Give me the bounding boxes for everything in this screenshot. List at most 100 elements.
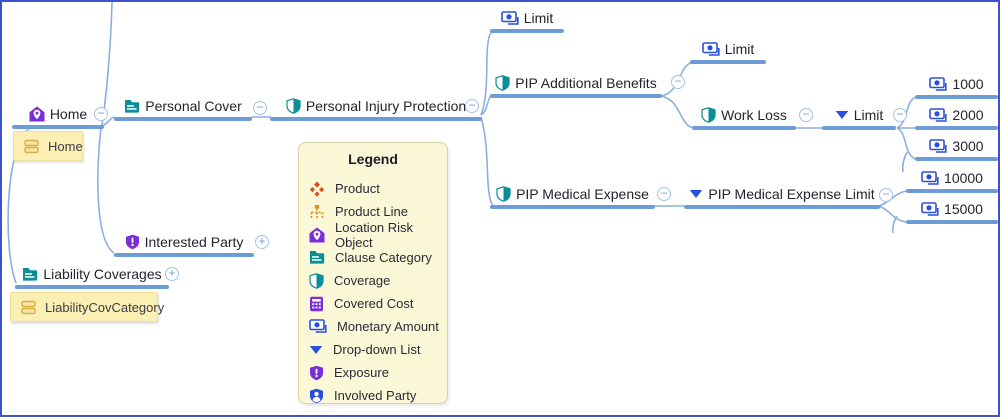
monetary-amount-icon: [309, 319, 327, 333]
branch-line: [114, 117, 252, 121]
legend-item-label: Monetary Amount: [337, 319, 439, 334]
node-value-3000[interactable]: 3000: [915, 136, 998, 161]
collapse-toggle-pip[interactable]: −: [465, 99, 479, 113]
monetary-amount-icon: [929, 107, 948, 122]
node-label: Interested Party: [144, 234, 244, 250]
node-label: Liability Coverages: [43, 266, 162, 282]
legend-item-label: Covered Cost: [334, 296, 414, 311]
clause-category-icon: [125, 99, 140, 113]
node-interested-party[interactable]: Interested Party: [114, 232, 254, 257]
monetary-amount-icon: [921, 170, 939, 185]
involved-party-icon: [310, 388, 323, 403]
branch-line: [15, 285, 169, 289]
legend-title: Legend: [348, 151, 398, 167]
node-label: PIP Medical Expense: [516, 186, 649, 202]
branch-line: [906, 189, 998, 193]
expand-toggle-interested-party[interactable]: +: [255, 235, 269, 249]
branch-line: [114, 253, 254, 257]
node-label: Limit: [523, 10, 554, 26]
category-tag-icon: [24, 139, 39, 153]
branch-line: [684, 205, 880, 209]
node-label: 15000: [944, 201, 983, 217]
covered-cost-icon: [310, 296, 323, 311]
node-label: Limit: [724, 41, 755, 57]
branch-line: [915, 157, 998, 161]
node-home[interactable]: Home: [12, 104, 104, 129]
collapse-toggle-wl-limit[interactable]: −: [893, 108, 907, 122]
exposure-icon: [310, 365, 323, 380]
location-risk-object-icon: [309, 227, 325, 242]
collapse-toggle-work-loss[interactable]: −: [799, 108, 813, 122]
legend-items: Product Product Line Location Risk Objec…: [299, 177, 447, 407]
node-pip-additional-benefits[interactable]: PIP Additional Benefits: [490, 73, 662, 98]
node-work-loss[interactable]: Work Loss: [692, 105, 796, 130]
collapse-toggle-pip-mel[interactable]: −: [879, 188, 893, 202]
branch-line: [915, 95, 998, 99]
node-work-loss-limit[interactable]: Limit: [822, 105, 896, 130]
tag-label: Home: [48, 138, 83, 154]
legend-item: Exposure: [309, 361, 447, 384]
branch-line: [692, 126, 796, 130]
clause-category-icon: [310, 251, 325, 264]
branch-line: [915, 126, 998, 130]
legend-item: Product Line: [309, 200, 447, 223]
drop-down-list-icon: [690, 190, 703, 198]
node-personal-cover[interactable]: Personal Cover: [114, 96, 252, 121]
monetary-amount-icon: [500, 10, 519, 25]
legend-item: Coverage: [309, 269, 447, 292]
legend-item-label: Drop-down List: [333, 342, 421, 357]
drop-down-list-icon: [309, 345, 323, 354]
node-pip-medical-expense[interactable]: PIP Medical Expense: [490, 184, 655, 209]
collapse-toggle-home[interactable]: −: [94, 107, 108, 121]
monetary-amount-icon: [701, 41, 720, 56]
node-limit-ab[interactable]: Limit: [690, 39, 766, 64]
product-line-icon: [310, 204, 324, 218]
legend-item-label: Involved Party: [334, 388, 417, 403]
monetary-amount-icon: [921, 201, 939, 216]
node-label: PIP Additional Benefits: [515, 75, 657, 91]
product-icon: [309, 181, 325, 197]
node-liability-coverages[interactable]: Liability Coverages: [15, 264, 169, 289]
node-label: Home: [49, 106, 88, 122]
node-value-2000[interactable]: 2000: [915, 105, 998, 130]
legend-item: Product: [309, 177, 447, 200]
branch-line: [822, 126, 896, 130]
branch-line: [490, 94, 662, 98]
legend-item-label: Exposure: [334, 365, 389, 380]
node-label: Personal Cover: [145, 98, 242, 114]
branch-line: [490, 205, 655, 209]
legend-item: Location Risk Object: [309, 220, 447, 250]
legend-item-label: Location Risk Object: [335, 219, 414, 250]
node-label: 10000: [944, 170, 983, 186]
node-label: 1000: [952, 76, 984, 92]
collapse-toggle-pip-ab[interactable]: −: [671, 75, 685, 89]
branch-line: [270, 117, 482, 121]
node-label: Personal Injury Protection: [305, 98, 467, 114]
tag-liability-cov-category[interactable]: LiabilityCovCategory: [10, 292, 164, 322]
legend-item: Monetary Amount: [309, 315, 447, 338]
legend-panel: Legend Product Product Line Location Ris…: [298, 142, 448, 404]
node-personal-injury-protection[interactable]: Personal Injury Protection: [270, 96, 482, 121]
legend-item-label: Product: [335, 181, 380, 196]
legend-item: Involved Party: [309, 384, 447, 407]
tag-home[interactable]: Home: [13, 131, 83, 161]
coverage-icon: [309, 272, 324, 289]
collapse-toggle-personal-cover[interactable]: −: [253, 101, 267, 115]
legend-item: Drop-down List: [309, 338, 447, 361]
collapse-toggle-pip-me[interactable]: −: [657, 187, 671, 201]
node-limit-top[interactable]: Limit: [490, 8, 564, 33]
coverage-icon: [286, 98, 301, 114]
node-value-15000[interactable]: 15000: [906, 199, 998, 224]
location-risk-object-icon: [29, 106, 45, 122]
node-pip-medical-expense-limit[interactable]: PIP Medical Expense Limit: [684, 184, 880, 209]
drop-down-list-icon: [835, 111, 848, 119]
node-value-1000[interactable]: 1000: [915, 74, 998, 99]
expand-toggle-liability-coverages[interactable]: +: [165, 267, 179, 281]
node-value-10000[interactable]: 10000: [906, 168, 998, 193]
clause-category-icon: [23, 267, 38, 281]
legend-item-label: Coverage: [334, 273, 391, 288]
branch-line: [12, 125, 104, 129]
legend-item-label: Clause Category: [335, 250, 432, 265]
legend-item-label: Product Line: [335, 204, 408, 219]
